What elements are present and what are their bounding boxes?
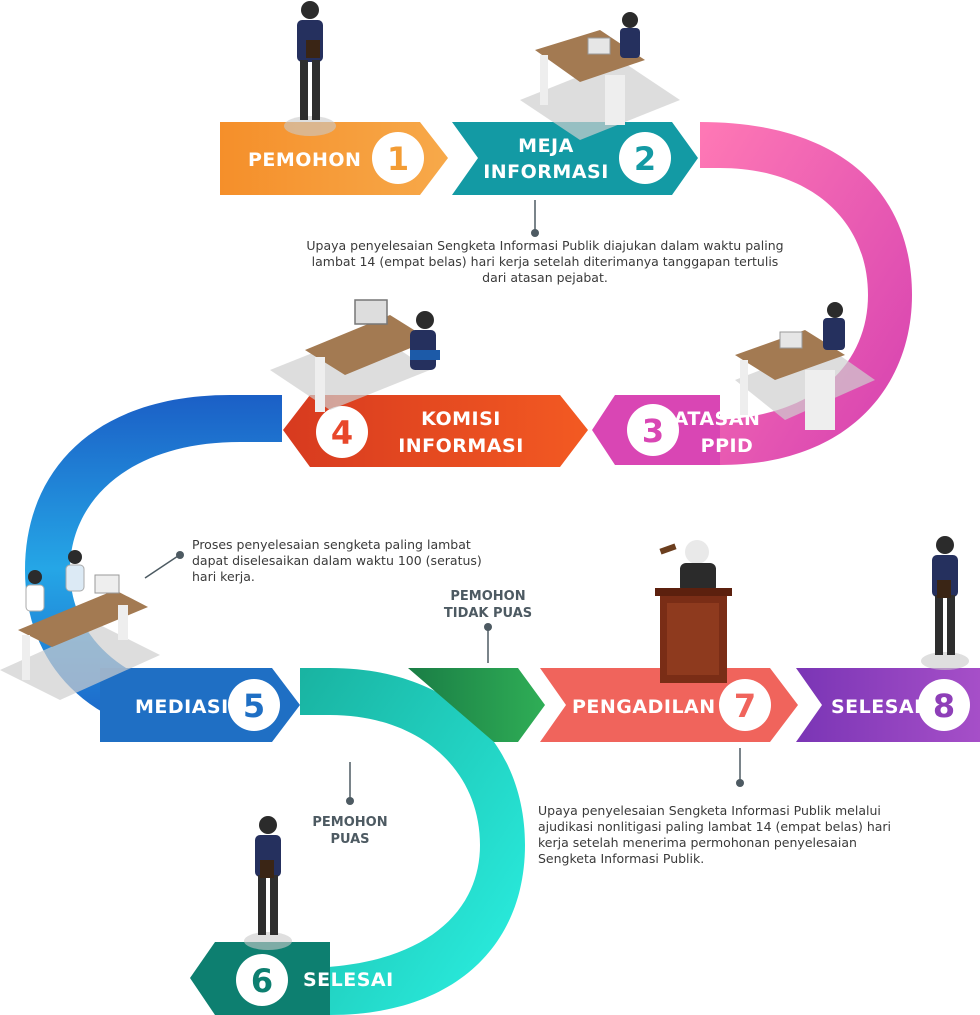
- tidak-puas-label-line1: PEMOHON: [450, 589, 525, 604]
- step-7-number: 7: [734, 687, 756, 725]
- puas-label-line2: PUAS: [330, 832, 369, 847]
- step-5-number: 5: [243, 687, 265, 725]
- step-6-number-badge: 6: [236, 954, 288, 1006]
- satisfied-applicant-person-icon: [244, 816, 292, 950]
- step-1-number: 1: [387, 140, 409, 178]
- step-6-label: SELESAI: [303, 969, 394, 991]
- callout-pin-puas: [346, 762, 354, 805]
- final-applicant-person-icon: [921, 536, 969, 670]
- step-4-label-line1: KOMISI: [421, 408, 501, 430]
- step-2-number-badge: 2: [619, 132, 671, 184]
- step-1-number-badge: 1: [372, 132, 424, 184]
- note-step2: Upaya penyelesaian Sengketa Informasi Pu…: [306, 238, 784, 285]
- step-8-label: SELESAI: [831, 696, 922, 718]
- callout-pin-step2: [531, 200, 539, 237]
- step-3-number: 3: [642, 412, 664, 450]
- step-4-number-badge: 4: [316, 406, 368, 458]
- note-pengadilan: Upaya penyelesaian Sengketa Informasi Pu…: [538, 803, 892, 866]
- step-5-number-badge: 5: [228, 679, 280, 731]
- mediation-table-icon: [0, 550, 160, 700]
- step-2-number: 2: [634, 140, 656, 178]
- step-4-label-line2: INFORMASI: [398, 435, 524, 457]
- step-8-number: 8: [933, 687, 955, 725]
- puas-label-line1: PEMOHON: [312, 815, 387, 830]
- tidak-puas-label-line2: TIDAK PUAS: [444, 606, 532, 621]
- commission-desk-icon: [270, 299, 440, 412]
- step-8-number-badge: 8: [918, 679, 970, 731]
- step-3-number-badge: 3: [627, 404, 679, 456]
- curve-5-to-6: [300, 668, 525, 1015]
- judge-podium-icon: [655, 540, 732, 683]
- callout-pin-tidak-puas: [484, 623, 492, 663]
- step-6-number: 6: [251, 962, 273, 1000]
- step-3-label-line1: ATASAN: [674, 408, 761, 430]
- note-mediasi: Proses penyelesaian sengketa paling lamb…: [192, 537, 482, 584]
- step-2-label-line2: INFORMASI: [483, 161, 609, 183]
- step-1-label: PEMOHON: [248, 149, 361, 171]
- step-7-label: PENGADILAN: [572, 696, 716, 718]
- step-2-label-line1: MEJA: [518, 135, 574, 157]
- applicant-person-icon: [284, 1, 336, 136]
- step-3-label-line2: PPID: [701, 435, 754, 457]
- step-5-label: MEDIASI: [135, 696, 229, 718]
- step-7-number-badge: 7: [719, 679, 771, 731]
- callout-pin-pengadilan: [736, 748, 744, 787]
- supervisor-desk-icon: [735, 302, 875, 430]
- step-4-number: 4: [331, 414, 353, 452]
- tidak-puas-connector: [408, 668, 545, 742]
- info-desk-icon: [520, 12, 680, 140]
- callout-pin-mediasi: [144, 551, 184, 579]
